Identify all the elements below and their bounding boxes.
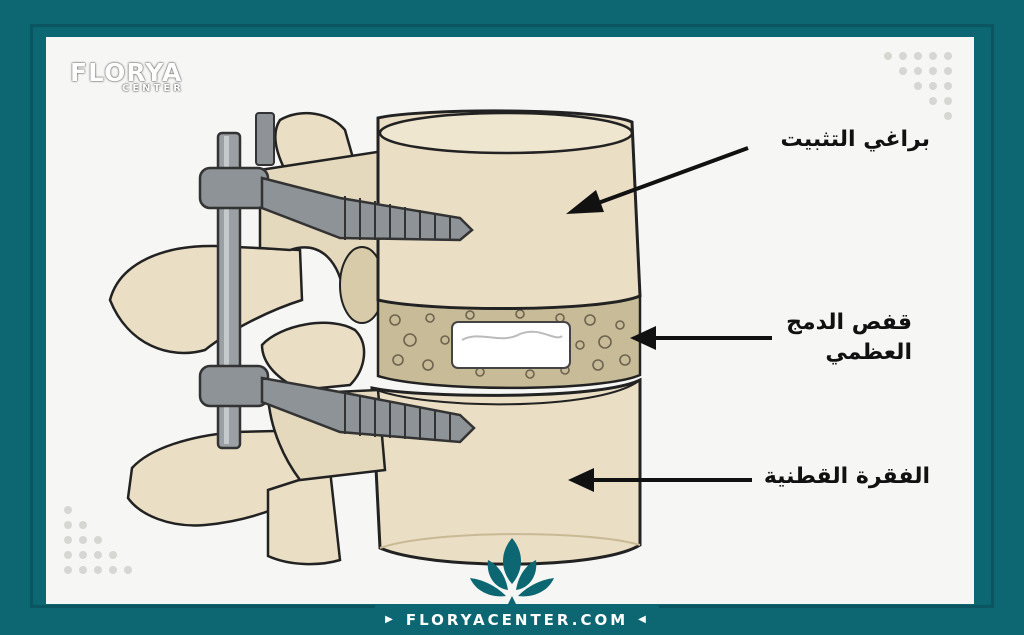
upper-endplate — [378, 111, 634, 155]
upper-screw-threads — [344, 196, 451, 240]
lower-screw-threads — [344, 392, 451, 442]
florya-logo: FLORYA CENTER — [70, 58, 184, 94]
logo-name: FLORYA — [70, 58, 183, 87]
lower-facet — [260, 321, 366, 392]
label-fusion-cage: قفص الدمج العظمي — [786, 310, 912, 365]
footer-bar: ▶ FLORYACENTER.COM ◀ — [375, 604, 659, 635]
lotus-logo-icon — [470, 538, 554, 604]
logo-sub: CENTER — [122, 83, 184, 94]
footer-right-arrow-icon: ▶ — [385, 614, 396, 625]
upper-superior-process — [274, 112, 357, 172]
decorative-dots-bottom-left — [64, 506, 132, 574]
label-lumbar-vertebra: الفقرة القطنية — [763, 464, 930, 489]
label-fixation-screws: براغي التثبيت — [780, 127, 930, 152]
bone-graft-texture — [389, 309, 631, 379]
upper-vertebral-body — [376, 109, 642, 311]
decorative-dots-top-right — [884, 52, 952, 120]
upper-rod-stub — [255, 112, 275, 166]
footer-url[interactable]: FLORYACENTER.COM — [405, 610, 629, 629]
upper-transverse-process — [108, 244, 304, 355]
footer-left-arrow-icon: ◀ — [638, 614, 649, 625]
lower-spinous-process — [266, 468, 342, 566]
pointer-arrows — [566, 146, 772, 492]
